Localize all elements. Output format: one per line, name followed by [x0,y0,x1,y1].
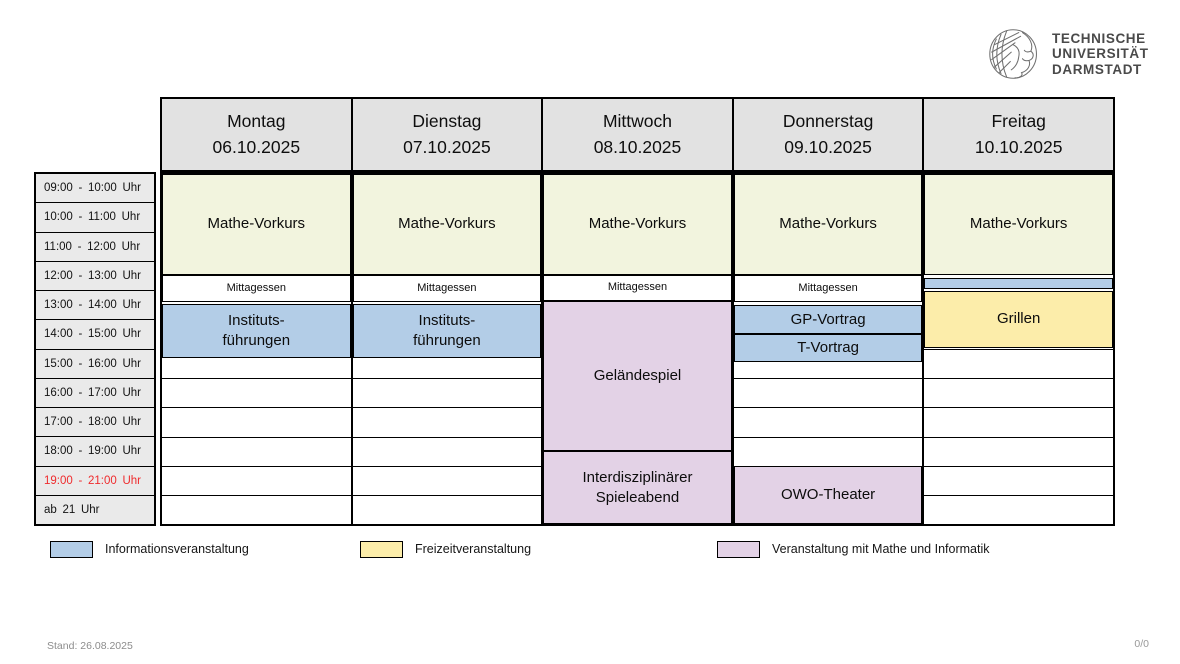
logo-line-1: TECHNISCHE [1052,30,1146,46]
day-name: Mittwoch [602,111,672,131]
event-block: Mittagessen [543,274,732,301]
hour-gridline [733,436,923,438]
time-row: 14:00 - 15:00 Uhr [36,320,154,350]
event-block: Mittagessen [352,274,542,303]
day-name: Montag [227,111,286,131]
hour-gridline [162,378,351,380]
hour-gridline [924,378,1113,380]
day-header-cell-freitag: Freitag 10.10.2025 [924,99,1113,170]
event-block: T-Vortrag [733,334,923,363]
day-date: 07.10.2025 [403,137,491,157]
day-date: 10.10.2025 [974,137,1063,157]
event-block: Instituts- führungen [352,303,542,358]
legend-item: Informationsveranstaltung [50,540,249,558]
day-header-row: Montag 06.10.2025 Dienstag 07.10.2025 Mittwo… [160,97,1115,172]
event-block: Geländespiel [543,300,732,452]
hour-gridline [733,378,923,380]
hour-gridline [352,407,542,409]
event-block: Mathe-Vorkurs [543,174,732,275]
logo-line-3: DARMSTADT [1052,61,1142,77]
athena-head-icon [989,29,1037,79]
event-block: Mathe-Vorkurs [733,174,923,275]
legend-label: Veranstaltung mit Mathe und Informatik [772,542,990,556]
event-block: Mittagessen [733,274,923,303]
hour-gridline [162,407,351,409]
hour-gridline [162,436,351,438]
day-header-cell-montag: Montag 06.10.2025 [162,99,353,170]
legend-swatch-mathe_info [717,540,760,558]
day-name: Dienstag [412,111,482,131]
time-row: ab 21 Uhr [44,503,100,516]
time-row: 19:00 - 21:00 Uhr [36,467,154,496]
last-updated-text: Stand: 26.08.2025 [47,640,133,652]
event-block: Mittagessen [162,274,351,303]
page-indicator: 0/0 [1134,638,1149,650]
logo-line-2: UNIVERSITÄT [1052,46,1149,62]
tu-darmstadt-logo: TECHNISCHE UNIVERSITÄT DARMSTADT [986,26,1149,82]
time-row: 17:00 - 18:00 Uhr [36,408,154,438]
time-row: 13:00 - 14:00 Uhr [36,291,154,321]
time-row: 16:00 - 17:00 Uhr [36,379,154,408]
hour-gridline [924,349,1113,350]
day-name: Freitag [991,111,1046,131]
hour-gridline [924,494,1113,496]
hour-gridline [352,378,542,380]
hour-gridline [733,407,923,409]
legend-label: Informationsveranstaltung [105,542,249,556]
event-block: Mathe-Vorkurs [352,174,542,275]
legend-item: Veranstaltung mit Mathe und Informatik [717,540,989,558]
hour-gridline [924,436,1113,438]
event-block: Mathe-Vorkurs [162,174,351,275]
day-header-cell-mittwoch: Mittwoch 08.10.2025 [543,99,734,170]
hour-gridline [352,494,542,496]
legend-label: Freizeitveranstaltung [415,542,532,556]
hour-gridline [352,465,542,467]
day-date: 09.10.2025 [784,137,872,157]
time-row: 10:00 - 11:00 Uhr [36,203,154,233]
event-block: OWO-Theater [733,465,923,524]
day-date: 06.10.2025 [212,137,301,157]
time-row: 15:00 - 16:00 Uhr [36,350,154,379]
hour-gridline [352,436,542,438]
event-block: Instituts- führungen [162,303,351,358]
day-name: Donnerstag [782,111,874,131]
event-block: Mathe-Vorkurs [924,174,1113,275]
time-row: 09:00 - 10:00 Uhr [36,174,154,204]
event-block: Grillen [924,290,1113,348]
time-row: 11:00 - 12:00 Uhr [36,233,154,262]
event-block [924,277,1113,290]
day-header-cell-donnerstag: Donnerstag 09.10.2025 [734,99,925,170]
hour-gridline [162,494,351,496]
event-block: GP-Vortrag [733,305,923,335]
time-row: 12:00 - 13:00 Uhr [36,262,154,291]
hour-gridline [162,465,351,467]
legend-item: Freizeitveranstaltung [360,540,531,558]
hour-gridline [924,407,1113,409]
hour-gridline [924,465,1113,467]
legend-swatch-frei [360,540,403,558]
day-date: 08.10.2025 [593,137,682,157]
logo-text: TECHNISCHE UNIVERSITÄT DARMSTADT [1052,31,1149,78]
legend-swatch-info [50,540,93,558]
day-header-cell-dienstag: Dienstag 07.10.2025 [353,99,544,170]
event-block: Interdisziplinärer Spieleabend [543,451,732,524]
time-row: 18:00 - 19:00 Uhr [36,437,154,467]
